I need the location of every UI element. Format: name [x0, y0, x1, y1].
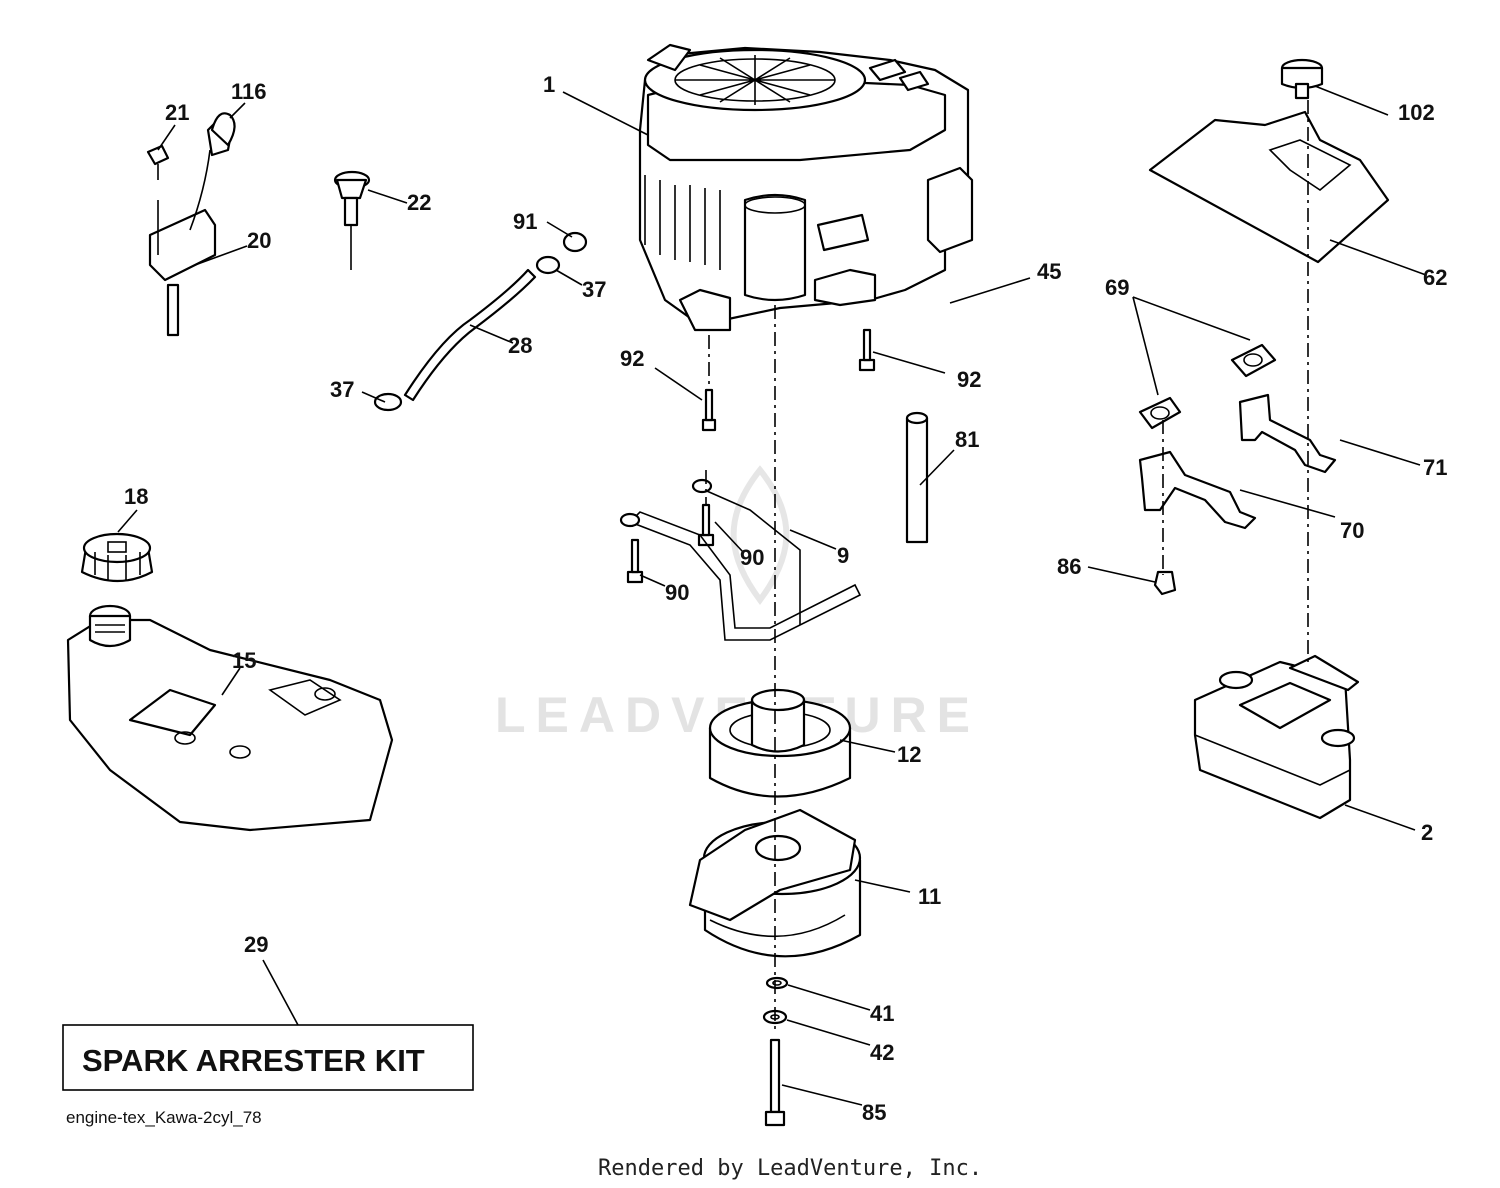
exhaust-pipe-parts [1138, 343, 1337, 596]
engine-part [638, 43, 974, 332]
callout-90-upper: 90 [740, 545, 764, 570]
callout-116: 116 [231, 79, 267, 104]
callout-42: 42 [870, 1040, 894, 1065]
callout-21: 21 [165, 100, 189, 125]
bolt-parts [626, 328, 876, 584]
callout-1: 1 [543, 72, 555, 97]
spacer-tube-part [905, 411, 929, 544]
assembly-lines [705, 100, 1309, 1030]
fuel-tank-part [66, 604, 394, 832]
callout-86: 86 [1057, 554, 1081, 579]
callout-69: 69 [1105, 275, 1129, 300]
callout-45: 45 [1037, 259, 1061, 284]
callout-37-upper: 37 [582, 277, 606, 302]
callout-81: 81 [955, 427, 979, 452]
callout-9: 9 [837, 543, 849, 568]
leader-lines [117, 85, 1427, 1106]
pulley-part [708, 688, 852, 798]
throttle-control-part [146, 112, 236, 337]
callout-37-lower: 37 [330, 377, 354, 402]
callout-85: 85 [862, 1100, 886, 1125]
callout-62: 62 [1423, 265, 1447, 290]
callout-28: 28 [508, 333, 532, 358]
callout-92-left: 92 [620, 346, 644, 371]
heat-shield-part [1148, 58, 1390, 264]
callout-2: 2 [1421, 820, 1433, 845]
callout-102: 102 [1398, 100, 1435, 125]
callout-91: 91 [513, 209, 537, 234]
muffler-part [1193, 654, 1360, 820]
choke-knob-part [333, 170, 371, 270]
callout-18: 18 [124, 484, 148, 509]
callout-20: 20 [247, 228, 271, 253]
callout-90-lower: 90 [665, 580, 689, 605]
fuel-cap-part [80, 532, 154, 582]
spark-arrester-kit-box: SPARK ARRESTER KIT [62, 1024, 474, 1091]
spark-arrester-kit-label: SPARK ARRESTER KIT [82, 1043, 425, 1078]
fuel-hose-part [373, 231, 588, 412]
callout-41: 41 [870, 1001, 894, 1026]
callout-70: 70 [1340, 518, 1364, 543]
callout-92-right: 92 [957, 367, 981, 392]
callout-29: 29 [244, 932, 268, 957]
diagram-reference: engine-tex_Kawa-2cyl_78 [66, 1108, 262, 1127]
callout-labels: 1 102 62 45 69 71 70 86 81 92 92 9 90 90… [124, 72, 1447, 1125]
callout-11: 11 [918, 884, 941, 909]
clutch-part [688, 808, 862, 958]
render-credit: Rendered by LeadVenture, Inc. [598, 1156, 982, 1181]
callout-15: 15 [232, 648, 256, 673]
callout-71: 71 [1423, 455, 1447, 480]
callout-12: 12 [897, 742, 921, 767]
callout-22: 22 [407, 190, 431, 215]
